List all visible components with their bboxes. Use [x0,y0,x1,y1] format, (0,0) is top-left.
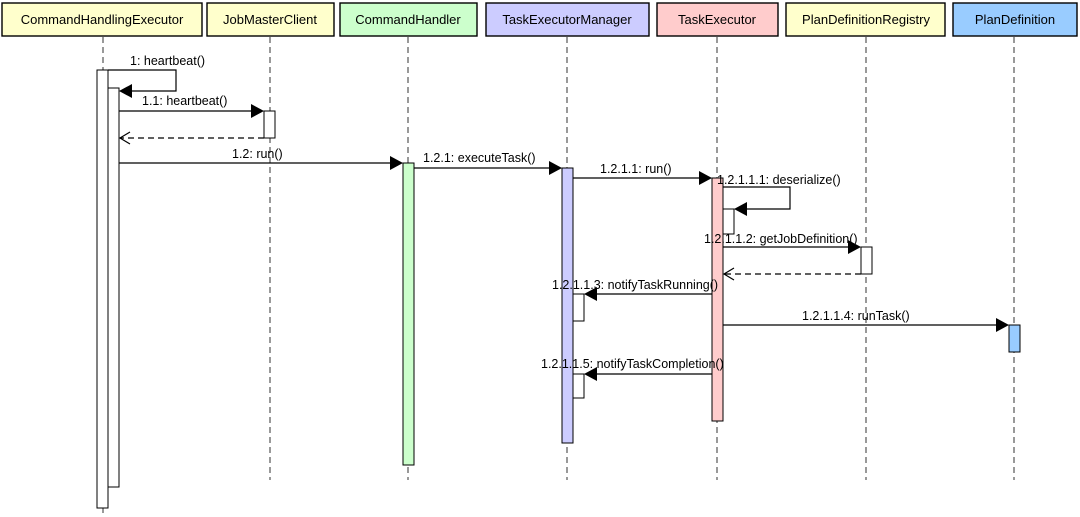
message-task-executor-run: 1.2.1.1: run() [573,162,712,185]
message-arrow-line [108,69,177,92]
message-label: 1.2.1.1.1: deserialize() [717,173,841,187]
activation-tem-running [572,293,585,322]
activation-task-executor [711,177,724,422]
arrowhead-icon [251,104,264,118]
participant-job-master-client: JobMasterClient [206,2,335,37]
message-arrow-line [723,186,791,210]
participant-label: CommandHandlingExecutor [21,12,184,27]
arrowhead-icon [119,84,132,98]
message-label: 1.2.1: executeTask() [423,151,536,165]
participant-command-handling-executor: CommandHandlingExecutor [1,2,203,37]
message-get-job-definition-return [722,267,861,281]
message-get-job-definition: 1.2.1.1.2: getJobDefinition() [704,232,861,254]
participant-label: PlanDefinition [975,12,1055,27]
open-arrowhead-icon [118,131,131,145]
participant-box [1,2,203,37]
participant-box [485,2,650,37]
open-arrowhead-icon [722,267,735,281]
activation-command-handler [402,162,415,466]
lifelines [102,37,1015,517]
message-heartbeat: 1: heartbeat() [108,54,205,98]
activation-che-inner [107,87,120,488]
participant-box [339,2,478,37]
participant-label: TaskExecutorManager [502,12,632,27]
message-label: 1.2.1.1.5: notifyTaskCompletion() [541,357,724,371]
message-label: 1.2.1.1.3: notifyTaskRunning() [552,278,718,292]
participant-command-handler: CommandHandler [339,2,478,37]
arrowhead-icon [848,240,861,254]
message-run-task: 1.2.1.1.4: runTask() [723,309,1009,332]
message-execute-task: 1.2.1: executeTask() [414,151,562,175]
participant-label: TaskExecutor [678,12,757,27]
message-run: 1.2: run() [119,147,403,170]
activation-te-deserialize [722,208,735,235]
participant-task-executor: TaskExecutor [656,2,779,37]
activation-jmc [263,110,276,139]
message-notify-task-completion: 1.2.1.1.5: notifyTaskCompletion() [541,357,724,381]
activation-task-executor-manager [561,167,574,444]
message-notify-task-running: 1.2.1.1.3: notifyTaskRunning() [552,278,718,301]
message-label: 1: heartbeat() [130,54,205,68]
arrowhead-icon [996,318,1009,332]
activation-plan-definition [1008,324,1021,353]
message-heartbeat-return [118,131,264,145]
participant-plan-definition: PlanDefinition [952,2,1078,37]
message-heartbeat-jmc: 1.1: heartbeat() [119,94,264,118]
participants: CommandHandlingExecutor JobMasterClient … [1,2,1078,37]
arrowhead-icon [584,287,597,301]
message-deserialize: 1.2.1.1.1: deserialize() [717,173,841,216]
participant-box [656,2,779,37]
arrowhead-icon [699,171,712,185]
arrowhead-icon [390,156,403,170]
participant-label: CommandHandler [355,12,461,27]
arrowhead-icon [734,202,747,216]
arrowhead-icon [549,161,562,175]
message-label: 1.1: heartbeat() [142,94,227,108]
message-label: 1.2.1.1.4: runTask() [802,309,910,323]
activation-tem-completion [572,373,585,399]
participant-box [206,2,335,37]
message-label: 1.2: run() [232,147,283,161]
activation-che-outer [96,69,109,509]
participant-label: PlanDefinitionRegistry [802,12,930,27]
participant-box [952,2,1078,37]
activation-pdr [860,246,873,275]
activations [96,69,1021,509]
arrowhead-icon [584,367,597,381]
message-label: 1.2.1.1: run() [600,162,672,176]
participant-plan-definition-registry: PlanDefinitionRegistry [785,2,946,37]
message-label: 1.2.1.1.2: getJobDefinition() [704,232,858,246]
participant-box [785,2,946,37]
participant-label: JobMasterClient [223,12,317,27]
participant-task-executor-manager: TaskExecutorManager [485,2,650,37]
messages: 1: heartbeat() 1.1: heartbeat() 1.2: run… [108,54,1009,381]
